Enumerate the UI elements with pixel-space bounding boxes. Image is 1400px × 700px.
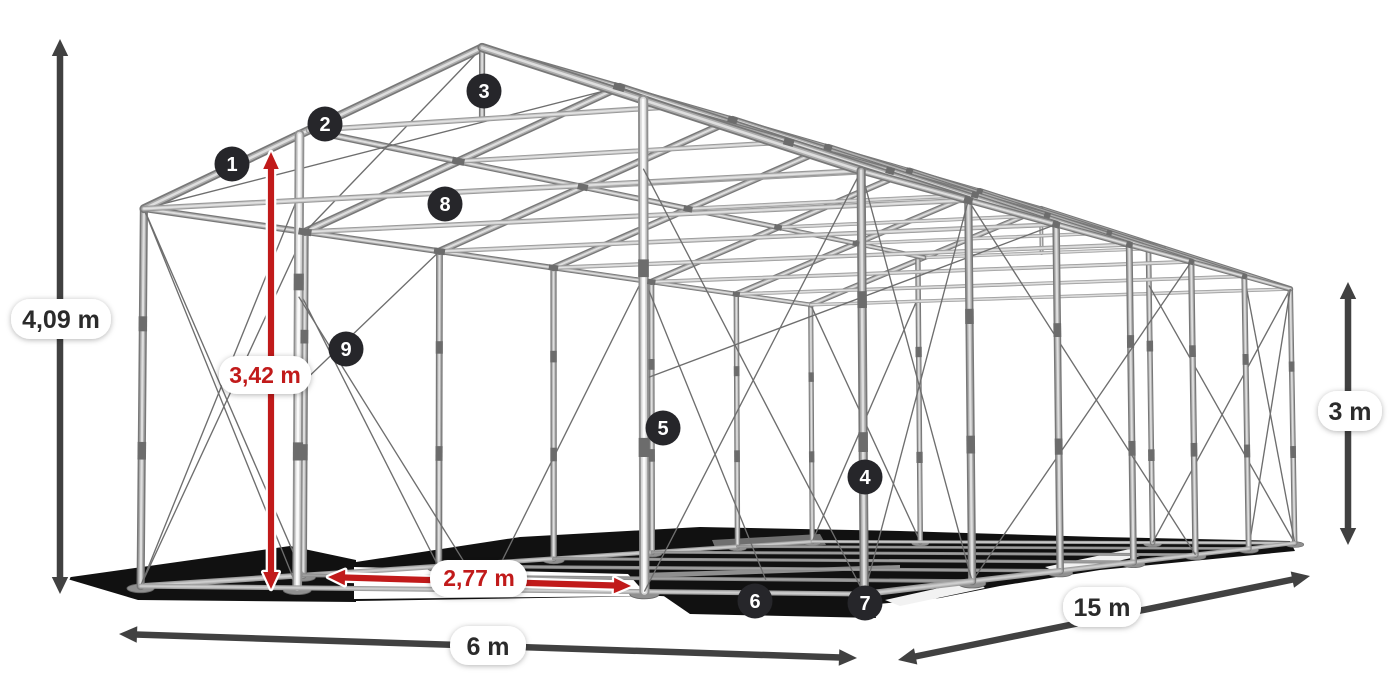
svg-text:6 m: 6 m: [466, 633, 509, 661]
svg-text:2: 2: [319, 114, 330, 136]
svg-text:6: 6: [749, 591, 760, 613]
svg-text:9: 9: [340, 339, 351, 361]
svg-text:3,42 m: 3,42 m: [229, 362, 301, 388]
svg-text:2,77 m: 2,77 m: [443, 565, 515, 591]
svg-text:1: 1: [226, 154, 237, 176]
svg-text:3: 3: [478, 81, 489, 103]
svg-text:4,09 m: 4,09 m: [22, 306, 100, 334]
svg-text:7: 7: [859, 593, 870, 615]
svg-text:5: 5: [657, 418, 668, 440]
svg-text:15 m: 15 m: [1074, 594, 1131, 622]
svg-text:4: 4: [859, 467, 871, 489]
svg-text:3 m: 3 m: [1328, 398, 1371, 426]
svg-text:8: 8: [439, 194, 450, 216]
